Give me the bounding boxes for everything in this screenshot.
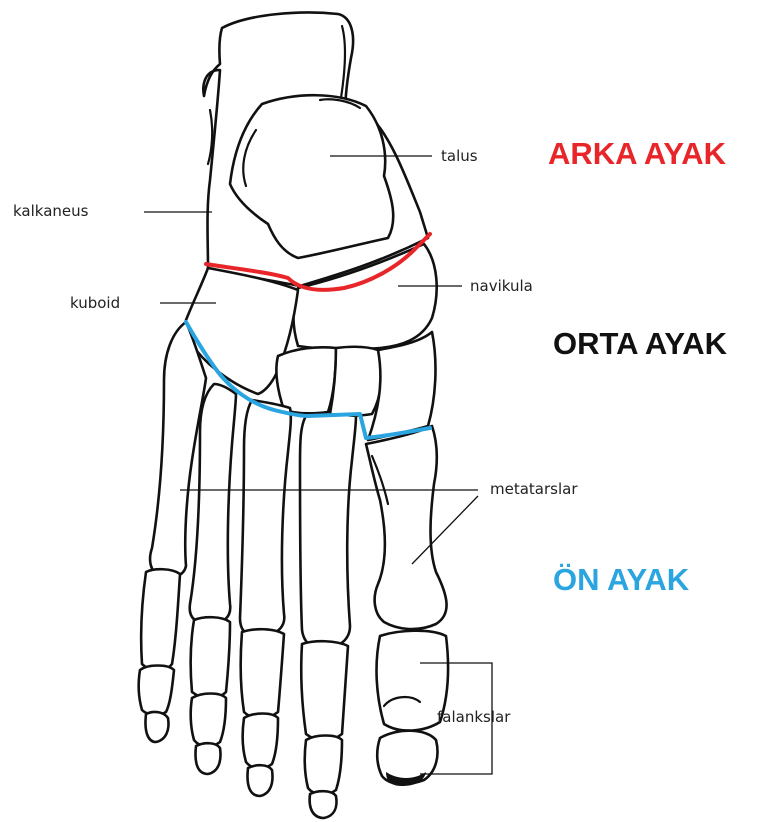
kalkaneus-label: kalkaneus [13,202,89,220]
hindfoot-region-title: ARKA AYAK [548,136,727,171]
talus-label: talus [441,147,478,165]
navikula-label: navikula [470,277,533,295]
forefoot-region-title: ÖN AYAK [553,562,690,597]
kuboid-label: kuboid [70,294,120,312]
midfoot-region-title: ORTA AYAK [553,326,728,361]
falankslar-label: falankslar [437,708,511,726]
metatarslar-label: metatarslar [490,480,578,498]
